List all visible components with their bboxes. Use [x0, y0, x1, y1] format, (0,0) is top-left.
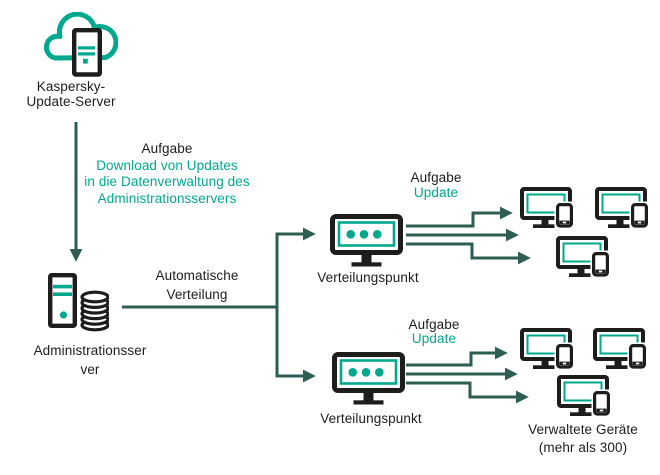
distribution-point-monitor-icon [332, 352, 406, 405]
server-database-icon [46, 271, 109, 332]
update-task-1-annotation: Aufgabe Update [410, 170, 462, 200]
update-task-2-annotation: Aufgabe Update [408, 317, 460, 347]
distribution-point-2-label: Verteilungspunkt [320, 411, 422, 426]
managed-device-icon [520, 187, 576, 229]
auto-distribution-annotation: Automatische Verteilung [155, 268, 239, 302]
arrow-dp2-device-3 [406, 381, 529, 404]
managed-device-icon [556, 236, 612, 278]
distribution-point-1-label: Verteilungspunkt [317, 270, 419, 285]
update-server-label: Kaspersky- Update-Server [26, 79, 116, 110]
arrow-dp2-device-1 [406, 346, 508, 367]
managed-device-icon [520, 328, 576, 370]
task-title: Aufgabe [410, 170, 462, 185]
cloud-server-icon [42, 12, 118, 78]
task-title: Aufgabe [408, 317, 460, 332]
managed-device-icon [593, 328, 649, 370]
managed-device-icon [595, 187, 651, 229]
admin-server-label: Administrationsser ver [33, 343, 147, 377]
download-task-annotation: Aufgabe Download von Updates in die Date… [84, 141, 250, 206]
arrow-dp1-device-1 [406, 206, 513, 228]
distribution-point-monitor-icon [330, 214, 404, 267]
managed-devices-label: Verwaltete Geräte (mehr als 300) [528, 422, 638, 455]
task-title: Aufgabe [141, 141, 193, 156]
arrow-dp1-device-3 [406, 242, 531, 265]
managed-device-icon [557, 375, 613, 417]
